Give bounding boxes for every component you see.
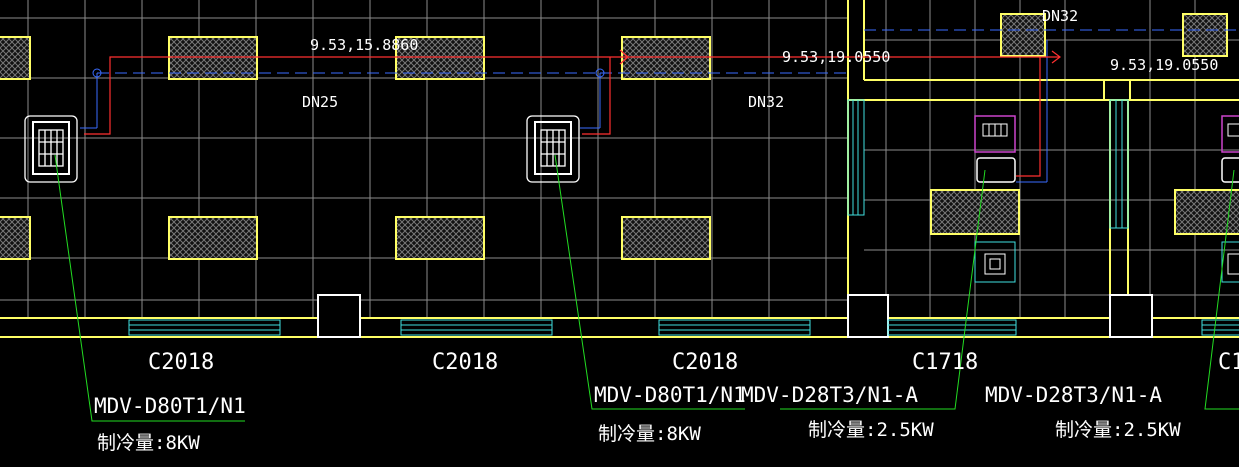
light-fixtures (0, 13, 1239, 260)
ac-unit-cassette (526, 115, 580, 183)
condensate-pipes (80, 29, 1239, 183)
light-fixture (395, 36, 485, 80)
pipe-elevation-label: 9.53,19.0550 (1110, 56, 1218, 74)
light-fixture (1182, 13, 1228, 57)
light-fixture (395, 216, 485, 260)
unit-model-label: MDV-D28T3/N1-A (741, 383, 918, 407)
light-fixture (168, 36, 258, 80)
light-fixture (621, 36, 711, 80)
pipe-elevation-label: 9.53,15.8860 (310, 36, 418, 54)
window-tag: C2018 (672, 350, 738, 375)
pipe-elevation-label: 9.53,19.0550 (782, 48, 890, 66)
light-fixture (0, 216, 31, 260)
leader-lines (54, 154, 1239, 422)
column-strip (1109, 99, 1129, 229)
window-frame (400, 319, 553, 336)
window-tag: C1718 (912, 350, 978, 375)
light-fixture (0, 36, 31, 80)
supply-diffuser (974, 241, 1016, 283)
ducted-unit (976, 157, 1016, 183)
unit-capacity-label: 制冷量:2.5KW (1055, 419, 1181, 441)
window-tag: C1 (1218, 350, 1239, 375)
light-fixture (1174, 189, 1239, 235)
supply-diffuser (1221, 241, 1239, 283)
unit-model-label: MDV-D80T1/N1 (594, 383, 746, 407)
pipe-size-label: DN32 (748, 93, 784, 111)
drain-riser (92, 68, 102, 78)
light-fixture (1000, 13, 1046, 57)
pipe-size-label: DN32 (1042, 7, 1078, 25)
unit-model-label: MDV-D80T1/N1 (94, 394, 246, 418)
drain-riser (595, 68, 605, 78)
light-fixture (168, 216, 258, 260)
window-frame (658, 319, 811, 336)
ac-unit-cassette (24, 115, 78, 183)
unit-capacity-label: 制冷量:2.5KW (808, 419, 934, 441)
window-frame (887, 319, 1017, 336)
wall-windows (128, 99, 1239, 336)
unit-capacity-label: 制冷量:8KW (97, 432, 200, 454)
pipe-size-label: DN25 (302, 93, 338, 111)
refrigerant-pipes (84, 49, 1061, 177)
return-grille (974, 115, 1016, 153)
return-grille (1221, 115, 1239, 153)
window-tag: C2018 (432, 350, 498, 375)
window-tag: C2018 (148, 350, 214, 375)
light-fixture (930, 189, 1020, 235)
unit-capacity-label: 制冷量:8KW (598, 423, 701, 445)
window-frame (128, 319, 281, 336)
window-frame (1201, 319, 1239, 336)
light-fixture (621, 216, 711, 260)
unit-model-label: MDV-D28T3/N1-A (985, 383, 1162, 407)
ducted-unit (1221, 157, 1239, 183)
column-strip (847, 99, 865, 216)
